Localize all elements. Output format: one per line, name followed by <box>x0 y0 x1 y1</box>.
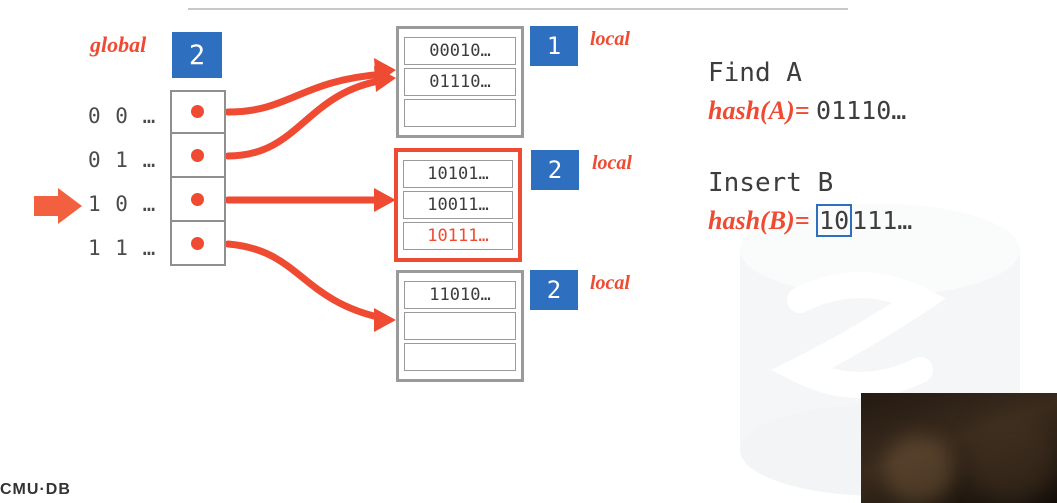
bucket-top-slot-1: 01110… <box>404 68 516 96</box>
global-depth-value: 2 <box>172 32 222 78</box>
bucket-bottom-local-depth: 2 <box>530 270 578 310</box>
directory-pointer-dot-1 <box>191 149 204 162</box>
directory-cell-2[interactable] <box>170 178 226 222</box>
insert-title: Insert B <box>708 168 834 198</box>
bucket-middle-slot-0: 10101… <box>403 160 513 188</box>
find-title: Find A <box>708 58 802 88</box>
bucket-top[interactable]: 00010… 01110… <box>396 26 524 138</box>
directory-key-1: 0 1 … <box>88 148 157 172</box>
directory-pointer-dot-3 <box>191 237 204 250</box>
cmu-db-footer-logo: CMU·DB <box>0 481 71 498</box>
webcam-blur-left <box>883 435 953 503</box>
bucket-top-local-label: local <box>590 28 630 50</box>
bucket-middle-slot-1: 10011… <box>403 191 513 219</box>
find-hash-value: 01110… <box>816 96 907 125</box>
bucket-bottom[interactable]: 11010… <box>396 270 524 382</box>
bucket-bottom-slot-1 <box>404 312 516 340</box>
find-hash-equals: = <box>794 96 810 125</box>
row-pointer-arrow <box>34 188 82 224</box>
directory-key-3: 1 1 … <box>88 236 157 260</box>
directory-key-2: 1 0 … <box>88 192 157 216</box>
bucket-middle-local-depth: 2 <box>531 150 579 190</box>
bucket-top-local-depth: 1 <box>530 26 578 66</box>
insert-hash-suffix: 111… <box>852 206 913 235</box>
directory-cell-1[interactable] <box>170 134 226 178</box>
bucket-middle-slot-2: 10111… <box>403 222 513 250</box>
bucket-top-slot-2 <box>404 99 516 127</box>
directory-pointer-dot-0 <box>191 105 204 118</box>
webcam-blur-right <box>969 411 1055 503</box>
bucket-top-slot-0: 00010… <box>404 37 516 65</box>
bucket-bottom-slot-0: 11010… <box>404 281 516 309</box>
find-hash-line: hash(A)= 01110… <box>708 96 906 126</box>
directory-cell-0[interactable] <box>170 90 226 134</box>
find-hash-label: hash(A) <box>708 96 795 125</box>
bucket-middle-local-label: local <box>592 152 632 174</box>
bucket-middle[interactable]: 10101… 10011… 10111… <box>394 148 522 262</box>
insert-hash-prefix: 10 <box>816 204 853 237</box>
global-depth-label: global <box>90 32 147 57</box>
directory-key-0: 0 0 … <box>88 104 157 128</box>
directory-pointer-dot-2 <box>191 193 204 206</box>
top-divider <box>188 8 848 10</box>
webcam-overlay <box>861 393 1057 503</box>
bucket-bottom-local-label: local <box>590 272 630 294</box>
insert-hash-label: hash(B) <box>708 206 795 235</box>
insert-hash-equals: = <box>794 206 810 235</box>
hash-directory <box>170 90 226 266</box>
bucket-bottom-slot-2 <box>404 343 516 371</box>
